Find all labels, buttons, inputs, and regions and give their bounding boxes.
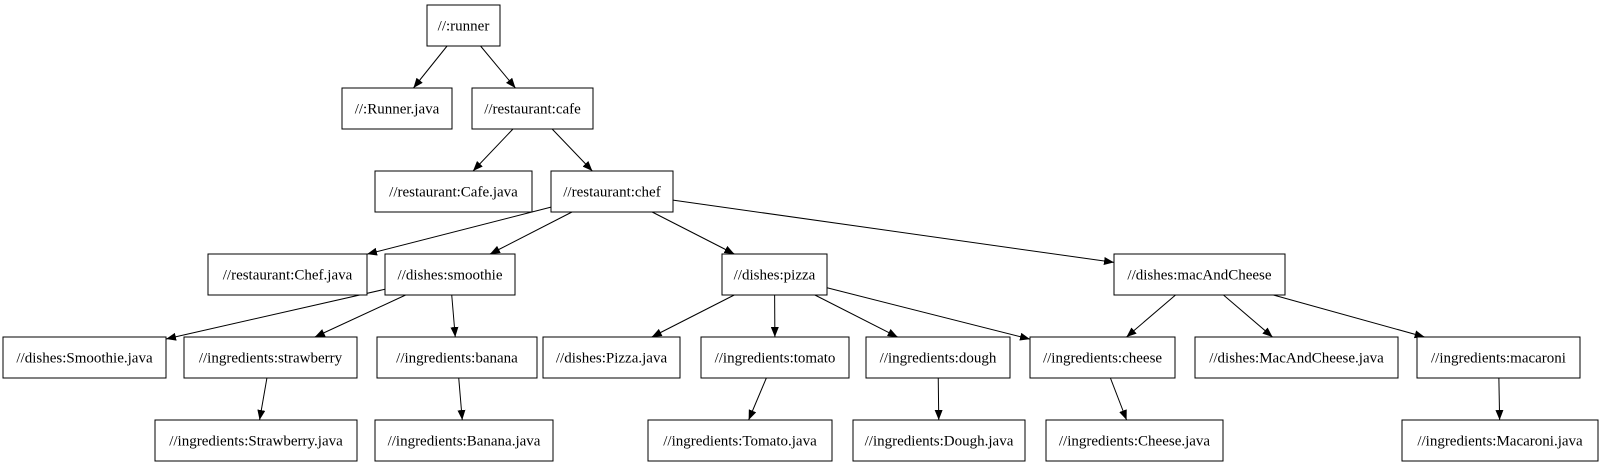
- node-label-macaroni-java: //ingredients:Macaroni.java: [1417, 434, 1583, 450]
- node-label-dough-java: //ingredients:Dough.java: [865, 434, 1014, 450]
- graph-node-macaroni: //ingredients:macaroni: [1417, 337, 1580, 378]
- graph-edge-macaroni-to-macaroni-java: [1499, 378, 1500, 420]
- node-label-pizza-java: //dishes:Pizza.java: [556, 351, 668, 367]
- graph-node-chef-java: //restaurant:Chef.java: [208, 254, 367, 295]
- node-label-cheese: //ingredients:cheese: [1043, 351, 1162, 367]
- graph-node-runner-java: //:Runner.java: [342, 88, 452, 129]
- node-label-strawberry-java: //ingredients:Strawberry.java: [169, 434, 343, 450]
- graph-node-banana-java: //ingredients:Banana.java: [375, 420, 553, 461]
- node-label-smoothie-java: //dishes:Smoothie.java: [16, 351, 153, 367]
- graph-edge-smoothie-to-smoothie-java: [166, 289, 385, 339]
- graph-edge-smoothie-to-banana: [452, 295, 456, 337]
- graph-edge-mac-and-cheese-to-mac-and-cheese-java: [1223, 295, 1272, 337]
- graph-edge-smoothie-to-strawberry: [315, 295, 406, 337]
- graph-node-smoothie-java: //dishes:Smoothie.java: [3, 337, 166, 378]
- graph-node-smoothie: //dishes:smoothie: [385, 254, 515, 295]
- graph-node-tomato-java: //ingredients:Tomato.java: [648, 420, 832, 461]
- graph-edge-banana-to-banana-java: [459, 378, 463, 420]
- node-label-pizza: //dishes:pizza: [734, 268, 816, 284]
- graph-edge-tomato-to-tomato-java: [749, 378, 767, 420]
- graph-node-dough: //ingredients:dough: [866, 337, 1010, 378]
- node-label-cafe-java: //restaurant:Cafe.java: [389, 185, 518, 201]
- graph-node-banana: //ingredients:banana: [377, 337, 537, 378]
- node-label-smoothie: //dishes:smoothie: [398, 268, 503, 284]
- node-label-banana-java: //ingredients:Banana.java: [388, 434, 541, 450]
- node-label-chef-java: //restaurant:Chef.java: [223, 268, 353, 284]
- graph-node-cafe-java: //restaurant:Cafe.java: [375, 171, 532, 212]
- graph-edge-cafe-to-cafe-java: [473, 129, 513, 171]
- graph-edge-strawberry-to-strawberry-java: [260, 378, 267, 420]
- graph-edge-mac-and-cheese-to-macaroni: [1273, 295, 1424, 337]
- graph-node-strawberry: //ingredients:strawberry: [184, 337, 357, 378]
- graph-node-strawberry-java: //ingredients:Strawberry.java: [155, 420, 357, 461]
- graph-node-tomato: //ingredients:tomato: [701, 337, 849, 378]
- node-label-chef: //restaurant:chef: [563, 185, 660, 201]
- graph-edge-runner-to-cafe: [481, 46, 516, 88]
- nodes-layer: //:runner //:Runner.java //restaurant:cafe…: [3, 5, 1598, 461]
- graph-edge-dough-to-dough-java: [938, 378, 939, 420]
- graph-node-cheese-java: //ingredients:Cheese.java: [1046, 420, 1223, 461]
- graph-edge-pizza-to-pizza-java: [652, 295, 734, 337]
- graph-edge-chef-to-mac-and-cheese: [673, 200, 1114, 262]
- graph-edge-cafe-to-chef: [552, 129, 592, 171]
- graph-edge-pizza-to-cheese: [827, 288, 1030, 339]
- node-label-tomato-java: //ingredients:Tomato.java: [663, 434, 817, 450]
- graph-node-dough-java: //ingredients:Dough.java: [853, 420, 1025, 461]
- node-label-strawberry: //ingredients:strawberry: [199, 351, 343, 367]
- graph-node-cheese: //ingredients:cheese: [1030, 337, 1175, 378]
- node-label-macaroni: //ingredients:macaroni: [1431, 351, 1566, 367]
- node-label-banana: //ingredients:banana: [396, 351, 518, 367]
- node-label-runner-java: //:Runner.java: [355, 102, 440, 118]
- node-label-tomato: //ingredients:tomato: [715, 351, 836, 367]
- graph-node-mac-and-cheese: //dishes:macAndCheese: [1114, 254, 1285, 295]
- node-label-mac-and-cheese: //dishes:macAndCheese: [1127, 268, 1271, 284]
- node-label-cheese-java: //ingredients:Cheese.java: [1059, 434, 1211, 450]
- graph-edge-mac-and-cheese-to-cheese: [1126, 295, 1175, 337]
- node-label-cafe: //restaurant:cafe: [484, 102, 581, 118]
- graph-edge-runner-to-runner-java: [413, 46, 447, 88]
- graph-edge-chef-to-smoothie: [490, 212, 572, 254]
- graph-edge-chef-to-pizza: [652, 212, 734, 254]
- graph-node-macaroni-java: //ingredients:Macaroni.java: [1402, 420, 1598, 461]
- graph-node-runner: //:runner: [427, 5, 500, 46]
- graph-node-mac-and-cheese-java: //dishes:MacAndCheese.java: [1195, 337, 1398, 378]
- graph-edge-pizza-to-dough: [815, 295, 898, 337]
- node-label-mac-and-cheese-java: //dishes:MacAndCheese.java: [1209, 351, 1384, 367]
- graph-edge-chef-to-chef-java: [367, 207, 551, 254]
- graph-node-pizza-java: //dishes:Pizza.java: [543, 337, 680, 378]
- node-label-dough: //ingredients:dough: [880, 351, 997, 367]
- graph-node-chef: //restaurant:chef: [551, 171, 673, 212]
- graph-node-pizza: //dishes:pizza: [722, 254, 827, 295]
- graph-edge-cheese-to-cheese-java: [1110, 378, 1126, 420]
- graph-node-cafe: //restaurant:cafe: [472, 88, 593, 129]
- node-label-runner: //:runner: [438, 19, 490, 35]
